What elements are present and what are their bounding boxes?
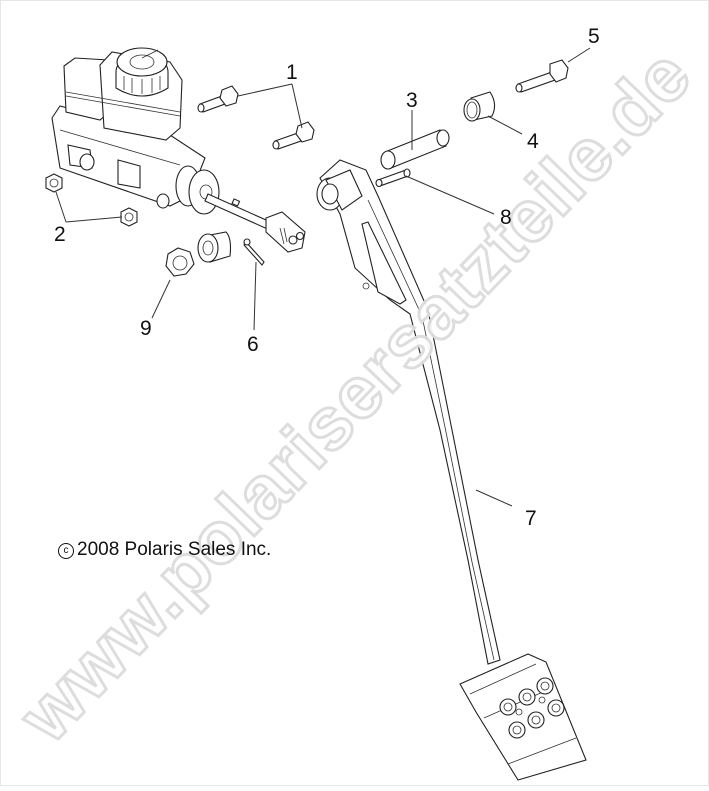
nut-pair <box>45 173 138 227</box>
pivot-hardware <box>375 59 569 188</box>
callout-9: 9 <box>140 317 152 340</box>
leader-lines <box>55 47 591 507</box>
pedal-pad <box>459 653 587 781</box>
callout-4: 4 <box>527 130 539 153</box>
bolt-pair <box>197 85 315 150</box>
callout-5: 5 <box>588 25 600 48</box>
callout-6: 6 <box>247 333 259 356</box>
small-hardware <box>165 231 265 277</box>
callout-8: 8 <box>500 206 512 229</box>
master-cylinder <box>51 47 306 253</box>
callout-2: 2 <box>54 223 66 246</box>
callout-3: 3 <box>406 89 418 112</box>
callout-1: 1 <box>286 61 298 84</box>
callout-7: 7 <box>525 507 537 530</box>
pedal-arm <box>316 159 501 665</box>
copyright-icon: c <box>58 543 74 559</box>
copyright-text: 2008 Polaris Sales Inc. <box>77 539 272 560</box>
